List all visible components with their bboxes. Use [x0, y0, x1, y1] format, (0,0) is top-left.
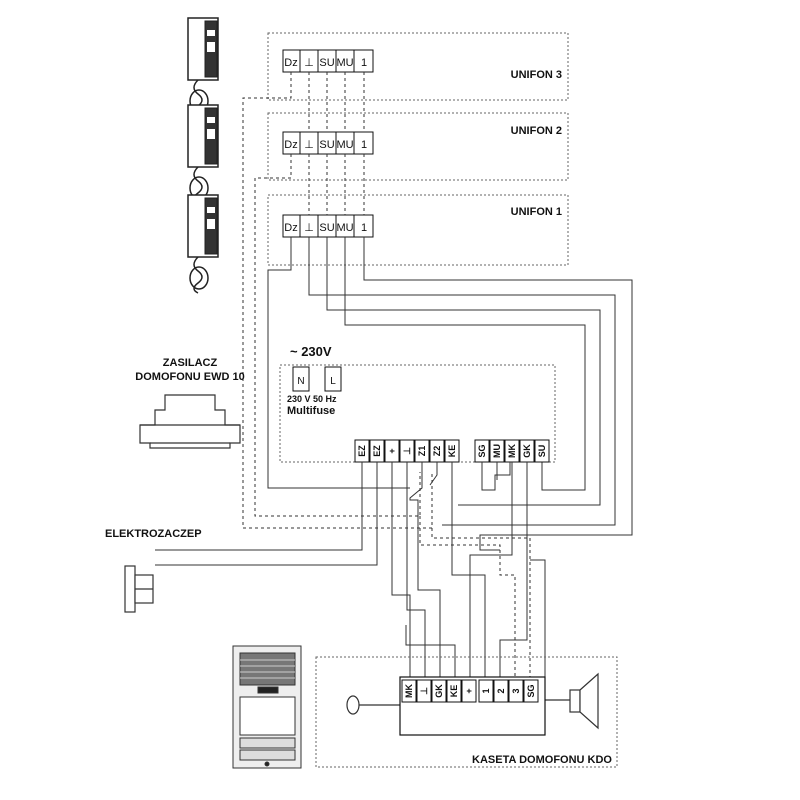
electric-lock-icon — [124, 565, 154, 613]
kdo-terminal-label: + — [464, 688, 474, 693]
kdo-terminal-label: 3 — [511, 688, 521, 693]
terminal-label: SU — [319, 139, 334, 151]
unifon-2-title: UNIFON 2 — [511, 125, 562, 137]
power-supply-terminal-strip: EZ EZ + ⊥ Z1 Z2 KE SG MU MK GK SU — [354, 439, 550, 463]
ewd-terminal-label: Z2 — [432, 446, 442, 457]
ewd-terminal-label: ⊥ — [402, 447, 412, 455]
unifon-2-box — [267, 112, 569, 181]
ewd-terminal-label: + — [387, 448, 397, 453]
lock-label: ELEKTROZACZEP — [105, 528, 202, 540]
ewd-terminal-label: EZ — [372, 445, 382, 457]
terminal-label: Dz — [284, 57, 297, 69]
power-supply-title-line2: DOMOFONU EWD 10 — [135, 371, 244, 383]
ewd-terminal — [534, 439, 550, 463]
kdo-terminal — [478, 679, 494, 703]
kdo-terminal — [401, 679, 417, 703]
ewd-terminal-label: EZ — [357, 445, 367, 457]
kdo-terminal — [416, 679, 432, 703]
terminal-label: SU — [319, 57, 334, 69]
terminal-label: Dz — [284, 222, 297, 234]
rating-label: 230 V 50 Hz — [287, 394, 337, 404]
kdo-terminal — [508, 679, 524, 703]
terminal-label: 1 — [361, 139, 367, 151]
terminal-label: MU — [336, 57, 353, 69]
terminal-label: 1 — [361, 57, 367, 69]
unifon-bus-dashed — [242, 72, 531, 680]
terminal-label: 1 — [361, 222, 367, 234]
ewd-terminal-label: KE — [447, 445, 457, 458]
unifon-1-terminal-block: Dz ⊥ SU MU 1 — [282, 214, 374, 238]
kdo-terminal-label: GK — [434, 684, 444, 698]
unifon-1-box — [267, 194, 569, 266]
door-panel-label: KASETA DOMOFONU KDO — [472, 754, 612, 766]
kdo-terminal — [461, 679, 477, 703]
unifon-1-wires — [267, 237, 633, 551]
terminal-label: ⊥ — [304, 222, 314, 234]
microphone-icon — [346, 695, 400, 715]
power-supply-module-icon — [139, 394, 241, 449]
handset-group — [187, 17, 219, 294]
handset-icon — [187, 104, 219, 204]
kdo-terminal-label: MK — [404, 684, 414, 698]
terminal-label: ⊥ — [304, 139, 314, 151]
unifon-3-box — [267, 32, 569, 101]
ewd-terminal-label: SU — [537, 445, 547, 458]
ewd-terminal-label: MK — [507, 444, 517, 458]
handset-icon — [187, 17, 219, 117]
unifon-1-title: UNIFON 1 — [511, 206, 562, 218]
terminal-label: Dz — [284, 139, 297, 151]
kdo-terminal — [431, 679, 447, 703]
kdo-terminal-label: SG — [526, 684, 536, 697]
unifon-3-terminal-block: Dz ⊥ SU MU 1 — [282, 49, 374, 73]
kdo-terminal-label: 1 — [481, 688, 491, 693]
power-supply-wires — [155, 462, 546, 680]
door-panel-icon — [232, 645, 302, 769]
ewd-terminal-label: Z1 — [417, 446, 427, 457]
unifon-2-terminal-block: Dz ⊥ SU MU 1 — [282, 131, 374, 155]
power-supply-title-line1: ZASILACZ — [163, 357, 218, 369]
mains-l-label: L — [330, 376, 336, 387]
mains-terminal-l — [324, 366, 342, 392]
kdo-terminal — [493, 679, 509, 703]
terminal-label: SU — [319, 222, 334, 234]
ewd-terminal-label: GK — [522, 444, 532, 458]
speaker-icon — [545, 672, 599, 730]
fuse-label: Multifuse — [287, 405, 335, 417]
terminal-label: MU — [336, 222, 353, 234]
terminal-label: MU — [336, 139, 353, 151]
ewd-terminal-label: SG — [477, 444, 487, 457]
door-panel-box — [315, 656, 618, 768]
kdo-terminal — [446, 679, 462, 703]
mains-n-label: N — [297, 376, 304, 387]
mains-label: ~ 230V — [290, 344, 332, 359]
unifon-3-title: UNIFON 3 — [511, 69, 562, 81]
kdo-terminal — [523, 679, 539, 703]
mains-terminal-n — [292, 366, 310, 392]
kdo-terminal-label: KE — [449, 685, 459, 698]
terminal-label: ⊥ — [304, 57, 314, 69]
handset-icon — [187, 194, 219, 294]
ewd-terminal-label: MU — [492, 444, 502, 458]
kdo-terminal-label: 2 — [496, 688, 506, 693]
kdo-terminal-label: ⊥ — [419, 687, 429, 695]
